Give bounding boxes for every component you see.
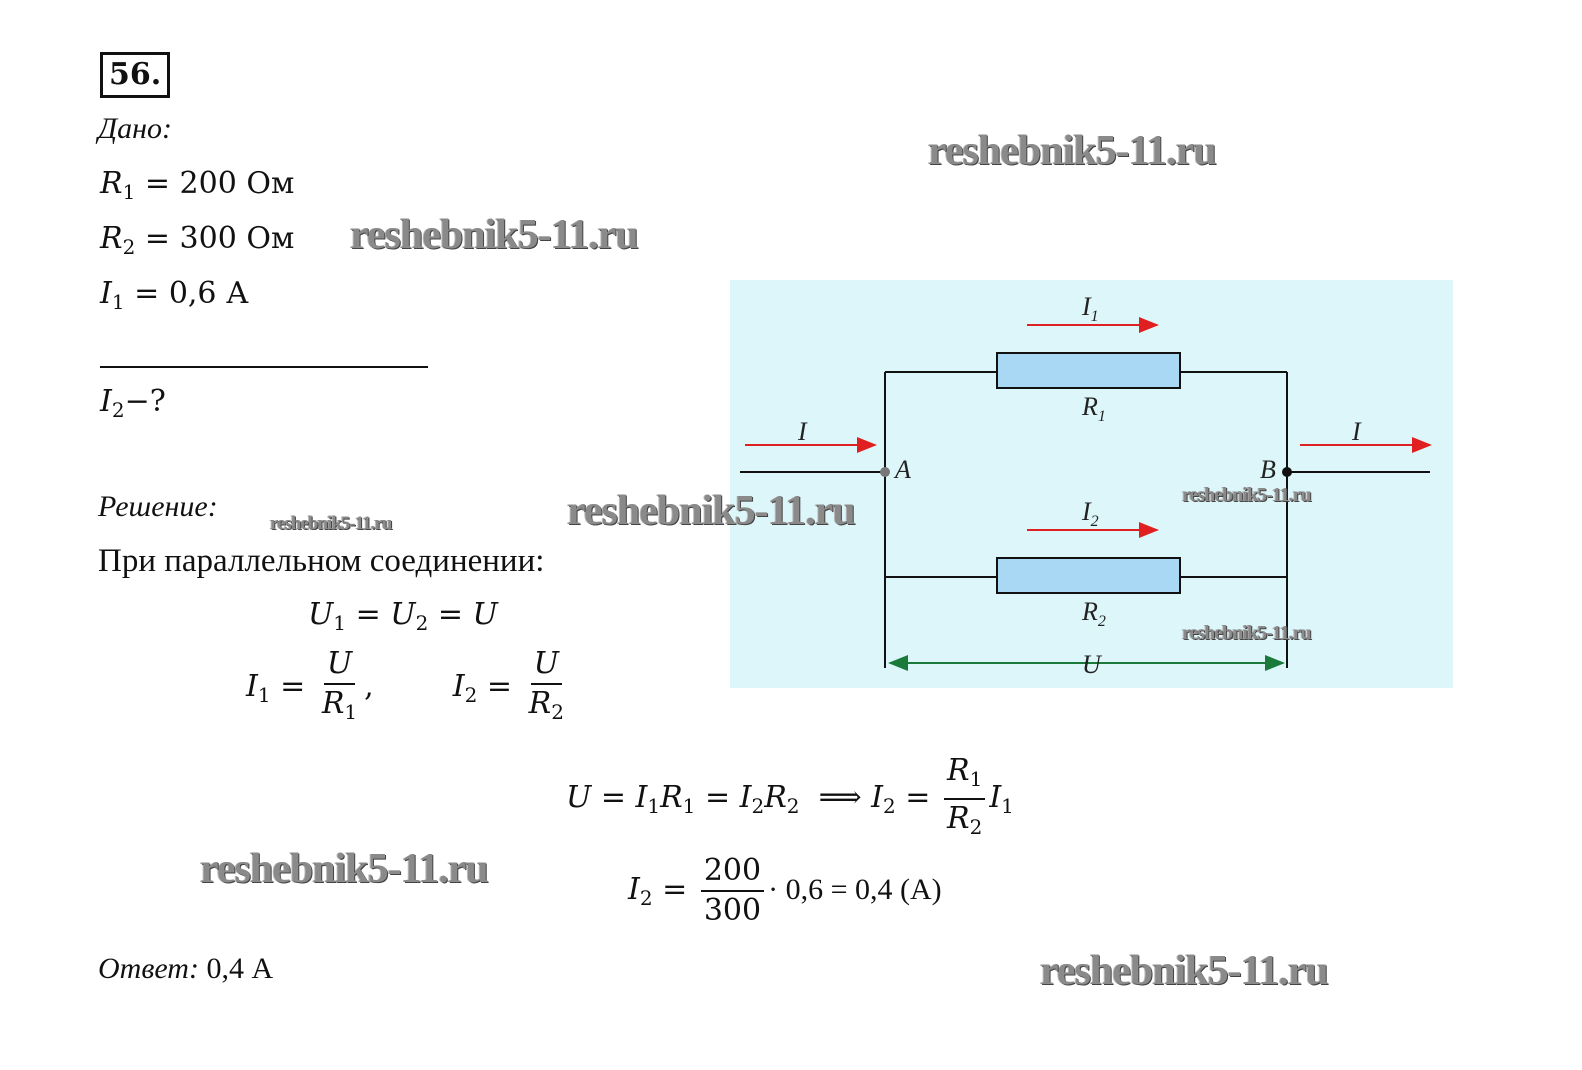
resistor-r1: [996, 352, 1181, 389]
answer: Ответ: 0,4 А: [98, 952, 274, 985]
resistor-r2: [996, 557, 1181, 594]
label-b: B: [1260, 455, 1276, 484]
watermark: reshebnik5-11.ru: [1182, 484, 1312, 506]
watermark: reshebnik5-11.ru: [1040, 948, 1329, 994]
given-r2: R2 = 300 Ом: [100, 221, 295, 259]
equation-voltages: U1 = U2 = U: [308, 597, 498, 635]
label-i-in: I: [797, 417, 808, 446]
given-heading: Дано:: [98, 112, 172, 145]
label-u: U: [1082, 650, 1103, 679]
label-i1: I1: [1081, 292, 1099, 325]
watermark: reshebnik5-11.ru: [567, 488, 856, 534]
watermark: reshebnik5-11.ru: [1182, 622, 1312, 644]
watermark: reshebnik5-11.ru: [270, 513, 392, 534]
given-i1: I1 = 0,6 А: [100, 276, 249, 314]
find-i2: I2−?: [100, 384, 166, 422]
node-b: [1282, 467, 1292, 477]
watermark: reshebnik5-11.ru: [200, 846, 489, 892]
given-divider: [100, 366, 428, 368]
watermark: reshebnik5-11.ru: [350, 212, 639, 258]
label-r1: R1: [1081, 392, 1106, 425]
label-i2: I2: [1081, 497, 1099, 530]
label-i-out: I: [1351, 417, 1362, 446]
given-r1: R1 = 200 Ом: [100, 166, 295, 204]
wires: [740, 371, 1430, 668]
solution-intro: При параллельном соединении:: [98, 543, 545, 579]
label-a: A: [893, 455, 911, 484]
circuit-diagram: I I I1 I2 R1 R2 A B U: [730, 280, 1453, 688]
node-a: [880, 467, 890, 477]
solution-heading: Решение:: [98, 490, 218, 523]
problem-number: 56.: [100, 52, 171, 98]
watermark: reshebnik5-11.ru: [928, 128, 1217, 174]
current-arrows: [745, 317, 1432, 538]
label-r2: R2: [1081, 597, 1106, 630]
